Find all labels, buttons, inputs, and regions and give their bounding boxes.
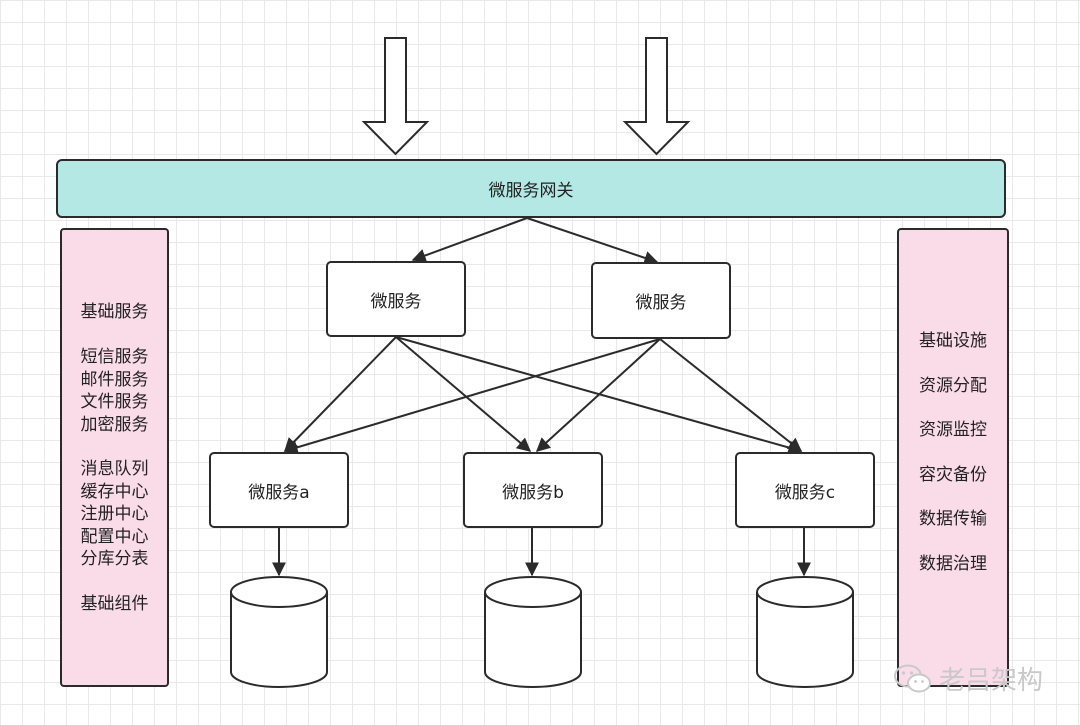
right-panel-infrastructure: 基础设施 资源分配 资源监控 容灾备份 数据传输 数据治理 [897, 228, 1009, 687]
service-c-box: 微服务c [735, 452, 875, 528]
left-item: 邮件服务 [80, 369, 149, 390]
wechat-icon [894, 664, 931, 692]
left-group-middleware: 消息队列 缓存中心 注册中心 配置中心 分库分表 [62, 458, 167, 571]
service-c-label: 微服务c [774, 482, 836, 503]
service-box-left: 微服务 [326, 261, 466, 337]
database-icon-b [484, 576, 582, 688]
right-item: 容灾备份 [919, 464, 987, 485]
right-item-list: 基础设施 资源分配 资源监控 容灾备份 数据传输 数据治理 [899, 330, 1007, 597]
edge-right-to-c [659, 338, 803, 452]
edge-right-to-a [283, 338, 661, 455]
database-icon-a [230, 576, 328, 688]
left-item: 消息队列 [80, 459, 149, 479]
entry-arrow-left [361, 37, 430, 156]
edge-left-to-a [284, 336, 397, 453]
left-item: 基础组件 [80, 594, 149, 614]
gateway-box: 微服务网关 [56, 159, 1006, 218]
watermark-text: 老吕架构 [939, 666, 1044, 696]
edge-gateway-to-service-left [411, 217, 528, 263]
service-label: 微服务 [370, 291, 422, 312]
service-box-right: 微服务 [591, 262, 731, 339]
left-item: 配置中心 [80, 526, 149, 547]
right-item: 数据治理 [919, 553, 987, 574]
edge-right-to-b [535, 338, 661, 452]
left-group-basic: 基础服务 [62, 301, 167, 324]
left-group-services: 短信服务 邮件服务 文件服务 加密服务 [62, 346, 167, 436]
edge-left-to-b [395, 336, 532, 452]
left-panel-basic-services: 基础服务 短信服务 邮件服务 文件服务 加密服务 消息队列 缓存中心 注册中心 … [60, 228, 169, 687]
left-item: 加密服务 [80, 414, 149, 435]
right-item: 资源分配 [919, 375, 987, 396]
right-item: 基础设施 [919, 331, 987, 351]
left-item: 分库分表 [80, 549, 149, 569]
right-item: 资源监控 [919, 420, 987, 440]
edge-gateway-to-service-right [526, 217, 659, 265]
service-label: 微服务 [635, 293, 687, 313]
service-b-box: 微服务b [463, 452, 603, 528]
watermark: 老吕架构 [893, 660, 1043, 697]
entry-arrow-right [622, 37, 691, 156]
right-item: 数据传输 [919, 509, 987, 529]
service-b-label: 微服务b [502, 482, 564, 503]
left-item: 文件服务 [80, 392, 149, 412]
gateway-label: 微服务网关 [488, 181, 574, 201]
left-group-components: 基础组件 [62, 593, 167, 616]
left-item: 注册中心 [80, 504, 149, 524]
service-a-label: 微服务a [248, 482, 310, 503]
service-a-box: 微服务a [209, 452, 349, 528]
database-icon-c [756, 576, 854, 688]
left-item: 缓存中心 [80, 481, 149, 502]
left-item: 基础服务 [80, 302, 149, 322]
left-item: 短信服务 [80, 347, 149, 367]
